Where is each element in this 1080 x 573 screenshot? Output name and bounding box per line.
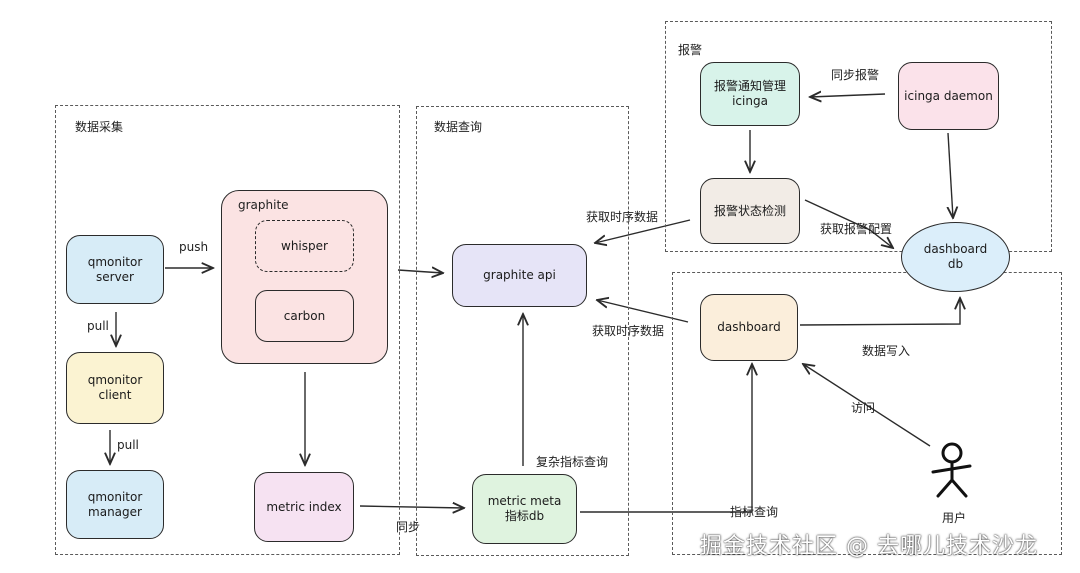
alert-check-node: 报警状态检测 [700, 178, 800, 244]
graphite-api-node: graphite api [452, 244, 587, 307]
group-label-data-query: 数据查询 [434, 120, 483, 134]
whisper-node: whisper [255, 220, 354, 272]
qmonitor-server-line1: qmonitor [87, 254, 143, 269]
edge-label-pull-2: pull [117, 438, 139, 452]
edge-metric-query [580, 364, 752, 513]
edge-label-sync-alert: 同步报警 [831, 68, 880, 82]
edge-label-sync: 同步 [396, 520, 421, 534]
edge-visit [803, 364, 931, 447]
edge-graphite-to-api [397, 270, 443, 273]
edge-fetch-alert-cfg [804, 199, 893, 248]
edge-sync [359, 506, 464, 508]
edge-data-write [799, 298, 960, 326]
alert-check-label: 报警状态检测 [713, 203, 786, 218]
icinga-daemon-node: icinga daemon [898, 62, 999, 130]
alert-notify-line1: 报警通知管理 [713, 79, 786, 93]
group-alert [665, 21, 1052, 252]
metric-index-label: metric index [266, 499, 342, 514]
icinga-daemon-label: icinga daemon [904, 88, 993, 103]
qmonitor-client-node: qmonitor client [66, 352, 164, 424]
edge-label-data-write: 数据写入 [862, 344, 911, 358]
group-label-data-collection: 数据采集 [75, 120, 124, 134]
edge-label-fetch-ts-2: 获取时序数据 [592, 324, 665, 338]
dashboard-node: dashboard [700, 294, 798, 361]
edge-label-pull-1: pull [87, 319, 109, 333]
edge-label-metric-query: 指标查询 [730, 505, 779, 519]
group-data-collection [55, 105, 400, 555]
dashboard-label: dashboard [717, 320, 781, 334]
carbon-node: carbon [255, 290, 354, 342]
qmonitor-manager-line2: manager [88, 504, 142, 519]
group-data-query [416, 106, 629, 556]
graphite-node [221, 190, 388, 364]
group-label-alert: 报警 [678, 43, 703, 57]
graphite-label: graphite [238, 198, 289, 212]
qmonitor-server-line2: server [96, 269, 134, 284]
watermark: 掘金技术社区 @ 去哪儿技术沙龙 [700, 534, 1038, 559]
graphite-api-label: graphite api [483, 268, 556, 282]
metric-meta-line2: 指标db [504, 509, 545, 523]
qmonitor-manager-node: qmonitor manager [66, 470, 164, 539]
qmonitor-manager-line1: qmonitor [87, 489, 143, 504]
edge-fetch-ts-1 [595, 219, 691, 243]
dashboard-db-line1: dashboard [923, 242, 988, 256]
user-label: 用户 [942, 511, 967, 525]
qmonitor-client-line2: client [98, 388, 132, 402]
edge-daemon-to-db [948, 132, 953, 218]
dashboard-db-line2: db [947, 257, 964, 271]
metric-meta-node: metric meta 指标db [472, 474, 577, 544]
dashboard-db-node: dashboard db [901, 222, 1010, 292]
group-dashboard [672, 272, 1062, 555]
edge-label-fetch-ts-1: 获取时序数据 [586, 210, 659, 224]
metric-index-node: metric index [254, 472, 354, 542]
edge-label-fetch-alert-cfg: 获取报警配置 [820, 222, 893, 236]
qmonitor-server-node: qmonitor server [66, 235, 164, 304]
alert-notify-line2: icinga [732, 94, 768, 108]
edge-label-push: push [179, 240, 209, 254]
edge-sync-alert [810, 94, 886, 97]
metric-meta-line1: metric meta [487, 494, 562, 508]
user-figure [931, 442, 972, 498]
alert-notify-node: 报警通知管理 icinga [700, 62, 800, 126]
edge-label-complex-query: 复杂指标查询 [536, 455, 609, 469]
qmonitor-client-line1: qmonitor [87, 373, 143, 387]
edge-label-visit: 访问 [851, 401, 876, 415]
